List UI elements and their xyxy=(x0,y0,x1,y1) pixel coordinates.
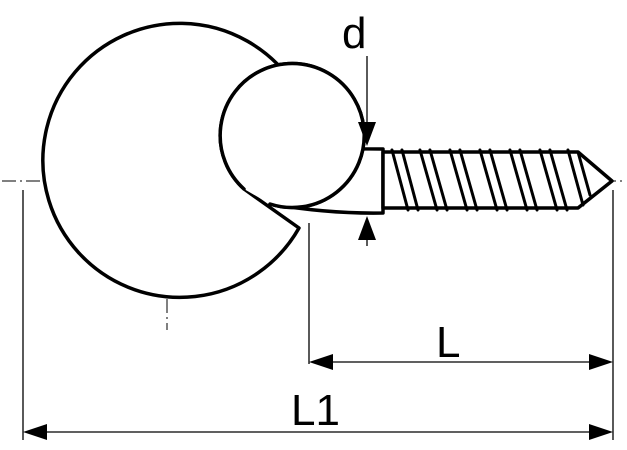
dimension-L1 xyxy=(23,424,613,440)
dimension-label-L1: L1 xyxy=(291,386,340,435)
dimension-label-d: d xyxy=(342,9,366,58)
dimension-d xyxy=(358,56,376,246)
dimension-L xyxy=(309,354,613,370)
thread-helix xyxy=(390,148,592,212)
dimension-label-L: L xyxy=(436,318,460,367)
eye-hole xyxy=(218,61,366,210)
